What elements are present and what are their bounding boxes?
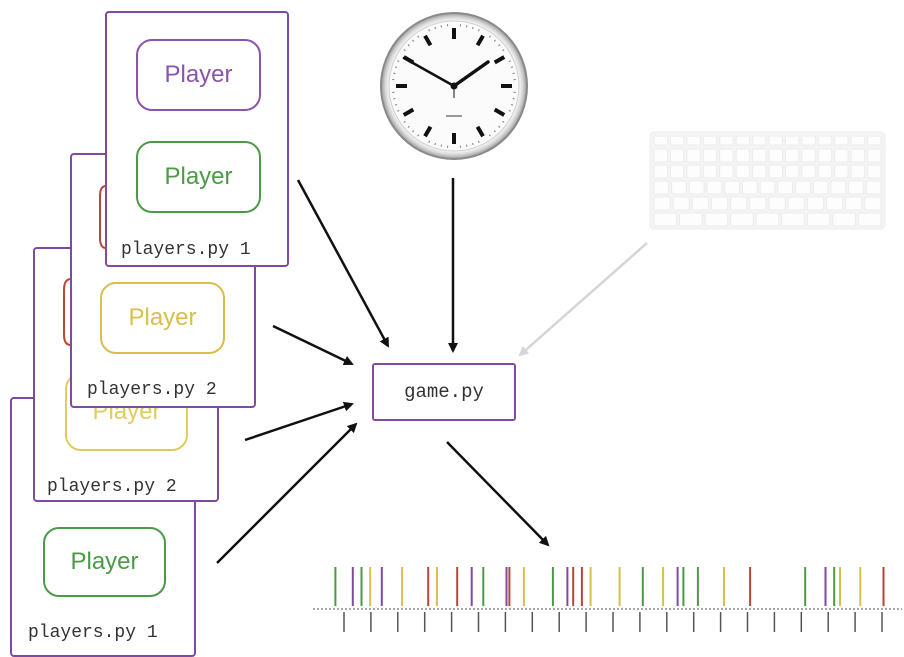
event-timeline — [0, 0, 904, 648]
